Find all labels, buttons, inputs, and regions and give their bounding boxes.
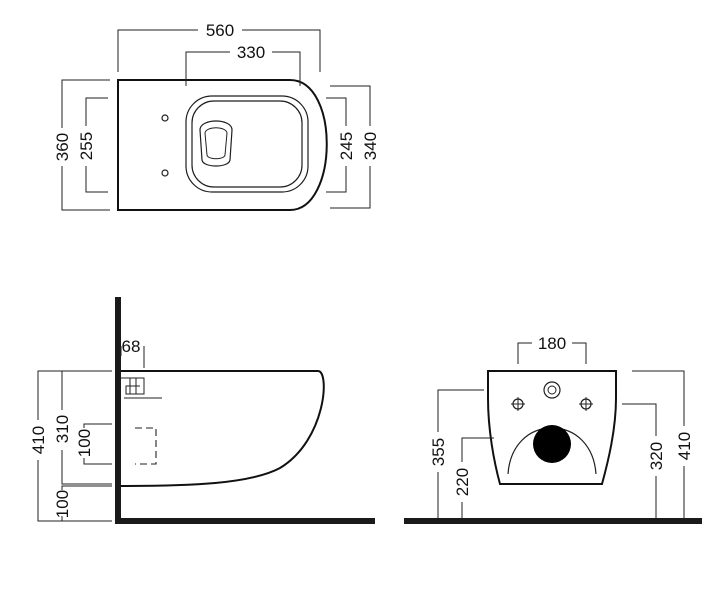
- top-view: 560 330 360 255 245 340: [53, 21, 380, 211]
- floor-side: [115, 518, 375, 524]
- dim-line-255: [85, 97, 108, 193]
- dim-line-330: [185, 51, 301, 86]
- floor-front: [404, 518, 702, 524]
- bowl-outline-top: [117, 79, 328, 211]
- dim-100-fixing: 100: [75, 429, 94, 457]
- dim-355: 355: [429, 438, 448, 466]
- bowl-well: [199, 120, 233, 167]
- dim-line-220: [461, 437, 494, 518]
- bowl-outline-front: [487, 370, 617, 485]
- dim-330: 330: [237, 43, 265, 62]
- dim-410-right: 410: [675, 432, 694, 460]
- inlet-hole-inner: [547, 385, 557, 395]
- fixing-cross-left: [511, 397, 525, 411]
- dim-410-left: 410: [29, 426, 48, 454]
- dim-line-320: [622, 403, 657, 518]
- dim-line-180: [517, 342, 587, 364]
- dim-line-340: [330, 85, 371, 209]
- dim-255: 255: [77, 132, 96, 160]
- fixing-hole-bottom: [161, 169, 169, 177]
- dim-line-560: [117, 29, 321, 72]
- front-view: 180 355 220 320 410: [404, 334, 702, 524]
- seat-opening-inner: [191, 100, 303, 188]
- inlet-hole-outer: [543, 381, 561, 399]
- wall: [115, 297, 121, 524]
- dim-line-310: [61, 370, 112, 485]
- dim-line-355: [437, 389, 484, 518]
- fixing-cross-right: [579, 397, 593, 411]
- dim-310: 310: [53, 415, 72, 443]
- bowl-well-inner: [204, 127, 228, 160]
- dim-560: 560: [206, 21, 234, 40]
- dim-320: 320: [647, 442, 666, 470]
- dim-line-100-fixing: [83, 423, 112, 465]
- dim-68: 68: [122, 337, 141, 356]
- outlet-hole: [533, 425, 571, 463]
- wall-bracket: [121, 377, 162, 399]
- dim-line-360: [61, 79, 110, 211]
- dim-100-floor: 100: [53, 490, 72, 518]
- dim-360: 360: [53, 133, 72, 161]
- fixing-hole-top: [161, 114, 169, 122]
- fixing-dash-profile: [135, 427, 157, 465]
- dim-340: 340: [361, 132, 380, 160]
- dim-220: 220: [453, 468, 472, 496]
- dim-180: 180: [538, 334, 566, 353]
- dim-line-245: [326, 97, 347, 193]
- dim-line-68: [120, 346, 145, 368]
- side-view: 68 410 310 100 100: [29, 297, 375, 524]
- dim-line-410-right: [632, 370, 685, 518]
- dim-245: 245: [337, 132, 356, 160]
- bowl-profile-side: [120, 370, 325, 487]
- seat-opening-outer: [185, 95, 309, 193]
- dim-line-100-floor: [61, 485, 112, 521]
